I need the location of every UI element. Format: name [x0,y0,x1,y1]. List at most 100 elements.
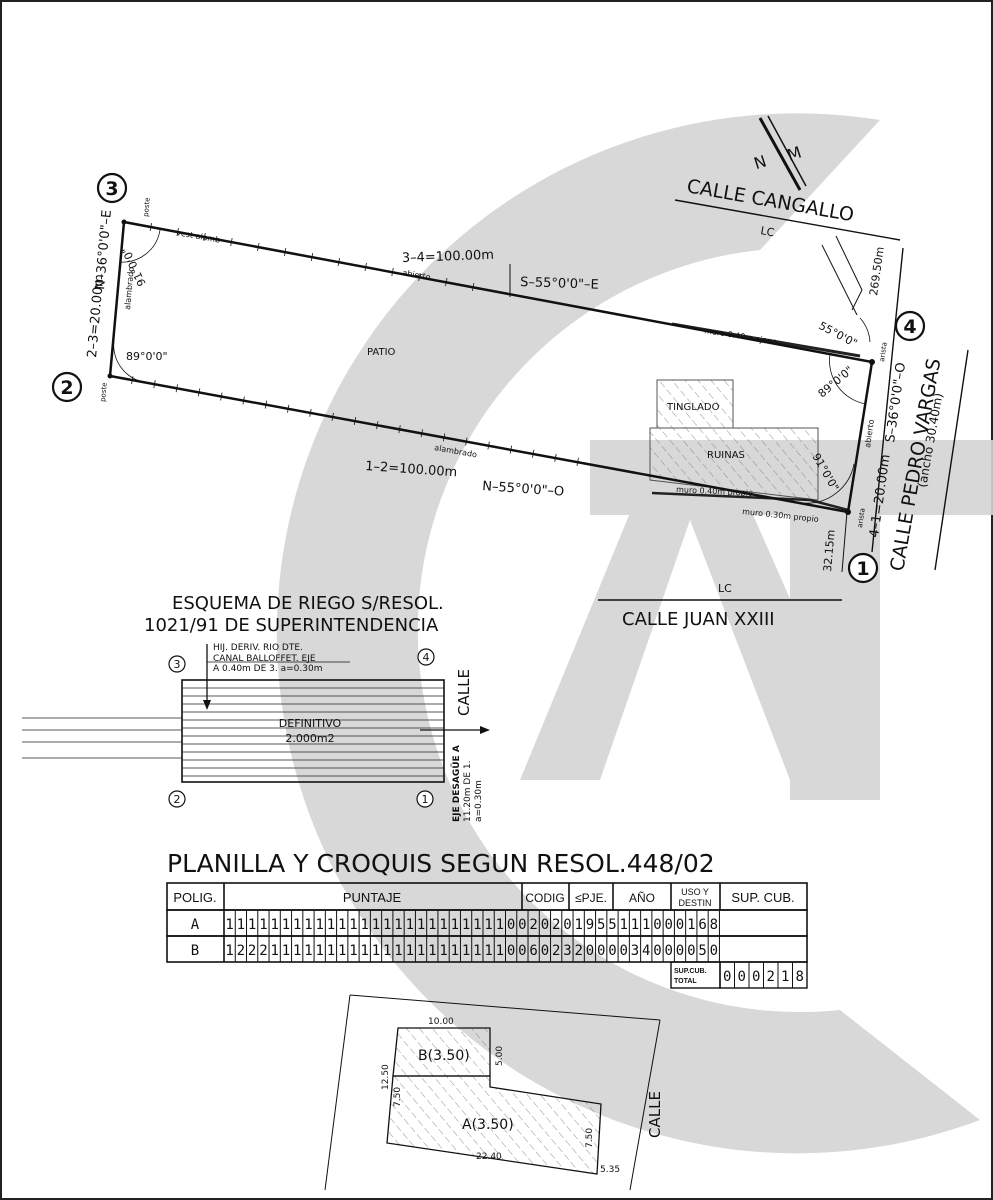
fence-tick [532,449,535,458]
fence-tick [310,252,314,262]
bearing-1-2-label: N–55°0'0"–O [482,479,565,500]
planilla-digit-cell: 1 [574,917,582,933]
riego-vertex-4-number: 4 [423,651,430,664]
riego-calle-label: CALLE [455,669,473,716]
watermark-a-shape [520,440,870,780]
croquis-dim-1000: 10.00 [428,1017,454,1027]
fence-tick [176,227,179,237]
tinglado-structure [656,379,734,429]
bearing-3-4-label: S–55°0'0"–E [520,275,599,293]
planilla-digit-cell: 1 [338,917,346,933]
poste-top-label: poste [142,197,152,217]
north-arrow: N M [752,115,807,191]
riego-desague-3: a=0.30m [474,780,484,822]
angle-arc-2 [113,339,151,384]
fence-tick [576,457,579,466]
planilla-digit-cell: 0 [608,943,616,959]
planilla-digit-cell: 1 [484,917,492,933]
angle-3-label: 91°0'0" [119,245,148,288]
planilla-digit-cell: 1 [473,917,481,933]
planilla-digit-cell: 0 [653,917,661,933]
planilla-header-uso-1: USO Y [681,887,709,897]
planilla-header-sup: SUP. CUB. [731,890,794,905]
planilla-digit-cell: 1 [394,917,402,933]
angle-arc-1 [802,463,855,504]
angle-arc-3 [119,229,161,263]
fence-tick [149,222,152,232]
wall-propio-40-label: muro 0.40m propio [676,485,753,498]
planilla-digit-cell: 0 [676,917,684,933]
planilla-total-label-2: TOTAL [674,978,697,985]
planilla-digit-cell: 1 [406,917,414,933]
planilla-header-puntaje: PUNTAJE [343,890,402,905]
riego-canal-label: CANAL BALLOFFET. EJE [213,654,316,664]
fence-tick [391,267,394,277]
planilla-digit-cell: 0 [687,943,695,959]
planilla-row [166,935,808,963]
fence-tick [284,247,287,257]
planilla-digit-cell: 0 [597,943,605,959]
planilla-digit-cell: 1 [225,943,233,959]
planilla-digit-cell: 1 [304,917,312,933]
riego-desague-1: EJE DESAGÜE A [451,745,462,822]
street-juan-xxiii-lc: LC [718,582,732,595]
fence-tick [554,453,557,462]
croquis-site-outline [349,994,661,1021]
planilla-polig-cell: A [191,917,200,933]
planilla-header-polig: POLIG. [173,890,216,905]
fence-ticks-1-2 [131,376,579,466]
croquis-dim-2240: 22.40 [476,1152,502,1162]
planilla-digit-cell: 1 [315,943,323,959]
planilla-digit-cell: 1 [428,943,436,959]
planilla-digit-cell: 0 [620,943,628,959]
planilla-digit-cell: 2 [574,943,582,959]
planilla-title: PLANILLA Y CROQUIS SEGUN RESOL.448/02 [167,849,715,878]
planilla-digit-cell: 1 [496,943,504,959]
riego-vertex-3: 3 [168,655,186,673]
planilla-digit-cell: 2 [237,943,245,959]
riego-vertex-3-number: 3 [174,658,181,671]
planilla-digit-cell: 1 [327,943,335,959]
fence-tick [418,272,421,282]
riego-field [181,679,445,783]
distance-to-cangallo: 269.50m [821,235,887,316]
croquis: B(3.50) A(3.50) 10.00 5.00 12.50 7.50 7.… [324,994,664,1191]
riego-title-line-1: ESQUEMA DE RIEGO S/RESOL. [172,593,444,614]
croquis-calle-label: CALLE [646,1091,664,1138]
planilla-digit-cell: 0 [665,943,673,959]
planilla-digit-cell: 1 [338,943,346,959]
planilla-digit-cell: 9 [586,917,594,933]
fence-tick [331,412,334,421]
planilla-digit-cell: 5 [608,917,616,933]
planilla-digit-cell: 0 [518,943,526,959]
planilla-digit-cell: 1 [394,943,402,959]
planilla-table: POLIG. PUNTAJE CODIG ≤PJE. AÑO USO Y DES… [166,882,808,989]
watermark-c-shape [276,113,980,1154]
croquis-a-label: A(3.50) [462,1117,514,1133]
riego-scheme: ESQUEMA DE RIEGO S/RESOL. 1021/91 DE SUP… [22,593,490,822]
planilla-digit-cell: 1 [417,917,425,933]
planilla-digit-cell: 0 [518,917,526,933]
riego-title-line-2: 1021/91 DE SUPERINTENDENCIA [144,615,439,636]
fence-tick [257,242,260,252]
planilla-digit-cell: 8 [710,917,718,933]
north-label-n: N [752,151,769,173]
planilla-total-digit: 2 [767,969,775,985]
planilla-digit-cell: 1 [406,943,414,959]
fence-tick [487,441,490,450]
vertex-3-number: 3 [105,178,118,200]
planilla-digit-cell: 1 [270,943,278,959]
planilla-digit-cell: 1 [473,943,481,959]
side-2-3-label: 2–3=20.00m [85,274,107,359]
croquis-dim-500: 5.00 [495,1046,505,1066]
tinglado-label: TINGLADO [666,402,720,413]
riego-vertex-4: 4 [417,648,435,666]
fence-tick [445,277,448,287]
angle-2-label: 89°0'0" [126,350,168,363]
fence-tick [309,408,312,417]
fence-tick [264,400,268,409]
fence-tick [337,257,340,267]
vertex-1-number: 1 [856,558,869,580]
